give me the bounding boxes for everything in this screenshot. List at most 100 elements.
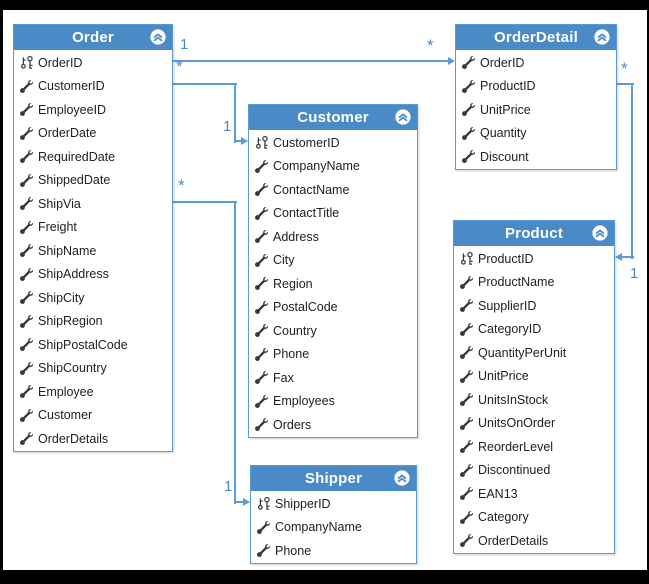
field-row[interactable]: QuantityPerUnit bbox=[454, 341, 614, 365]
field-row[interactable]: ShipRegion bbox=[14, 310, 172, 334]
field-row[interactable]: Phone bbox=[249, 343, 417, 367]
field-row[interactable]: ReorderLevel bbox=[454, 435, 614, 459]
field-row[interactable]: Orders bbox=[249, 413, 417, 437]
field-row[interactable]: OrderID bbox=[14, 51, 172, 75]
field-row[interactable]: OrderDate bbox=[14, 122, 172, 146]
field-row[interactable]: Freight bbox=[14, 216, 172, 240]
field-row[interactable]: ShippedDate bbox=[14, 169, 172, 193]
table-header[interactable]: Product bbox=[454, 221, 614, 246]
field-row[interactable]: UnitPrice bbox=[456, 98, 616, 122]
table-product[interactable]: Product ProductID P bbox=[453, 220, 615, 554]
field-row[interactable]: OrderID bbox=[456, 51, 616, 75]
field-label: Phone bbox=[275, 543, 312, 558]
table-header[interactable]: Customer bbox=[249, 105, 417, 130]
table-header[interactable]: OrderDetail bbox=[456, 25, 616, 50]
field-row[interactable]: Discount bbox=[456, 145, 616, 169]
field-row[interactable]: ShipCountry bbox=[14, 357, 172, 381]
field-row[interactable]: ProductName bbox=[454, 271, 614, 295]
collapse-button[interactable] bbox=[394, 470, 410, 486]
collapse-button[interactable] bbox=[150, 29, 166, 45]
field-row[interactable]: ContactTitle bbox=[249, 202, 417, 226]
field-row[interactable]: ProductID bbox=[454, 247, 614, 271]
table-header[interactable]: Shipper bbox=[251, 466, 416, 491]
field-row[interactable]: Fax bbox=[249, 366, 417, 390]
relationship-line-orderdetail-to-product[interactable] bbox=[631, 84, 633, 259]
relationship-line-order-to-shipper[interactable] bbox=[235, 501, 245, 503]
field-row[interactable]: EAN13 bbox=[454, 482, 614, 506]
wrench-icon bbox=[20, 244, 38, 258]
field-row[interactable]: Region bbox=[249, 272, 417, 296]
field-row[interactable]: Phone bbox=[251, 539, 416, 563]
field-row[interactable]: UnitsOnOrder bbox=[454, 412, 614, 436]
chevron-up-icon bbox=[592, 225, 608, 241]
table-shipper[interactable]: Shipper ShipperID C bbox=[250, 465, 417, 564]
collapse-button[interactable] bbox=[592, 225, 608, 241]
field-row[interactable]: UnitPrice bbox=[454, 365, 614, 389]
field-row[interactable]: CategoryID bbox=[454, 318, 614, 342]
relationship-line-order-to-customer[interactable] bbox=[234, 84, 236, 143]
wrench-icon bbox=[460, 510, 478, 524]
field-row[interactable]: PostalCode bbox=[249, 296, 417, 320]
table-customer[interactable]: Customer CustomerID bbox=[248, 104, 418, 438]
wrench-icon bbox=[460, 463, 478, 477]
multiplicity-label: * bbox=[621, 59, 628, 78]
field-row[interactable]: ShipVia bbox=[14, 192, 172, 216]
field-row[interactable]: Country bbox=[249, 319, 417, 343]
field-label: ShippedDate bbox=[38, 173, 111, 188]
field-row[interactable]: Category bbox=[454, 506, 614, 530]
table-header[interactable]: Order bbox=[14, 25, 172, 50]
field-row[interactable]: EmployeeID bbox=[14, 98, 172, 122]
field-row[interactable]: Customer bbox=[14, 404, 172, 428]
field-row[interactable]: Quantity bbox=[456, 122, 616, 146]
wrench-icon bbox=[257, 544, 275, 558]
field-row[interactable]: SupplierID bbox=[454, 294, 614, 318]
relationship-line-orderdetail-to-product[interactable] bbox=[622, 256, 634, 258]
field-row[interactable]: ShipAddress bbox=[14, 263, 172, 287]
wrench-icon bbox=[255, 300, 273, 314]
wrench-icon bbox=[255, 206, 273, 220]
collapse-button[interactable] bbox=[395, 109, 411, 125]
wrench-icon bbox=[20, 197, 38, 211]
field-row[interactable]: Discontinued bbox=[454, 459, 614, 483]
field-row[interactable]: ShipName bbox=[14, 239, 172, 263]
field-row[interactable]: ShipperID bbox=[251, 492, 416, 516]
relationship-line-order-to-orderdetail[interactable] bbox=[173, 60, 450, 62]
field-row[interactable]: ProductID bbox=[456, 75, 616, 99]
relationship-line-order-to-customer[interactable] bbox=[235, 140, 243, 142]
table-orderdetail[interactable]: OrderDetail OrderID ProductID UnitPrice bbox=[455, 24, 617, 170]
relationship-line-order-to-shipper[interactable] bbox=[173, 201, 237, 203]
field-row[interactable]: Address bbox=[249, 225, 417, 249]
field-row[interactable]: OrderDetails bbox=[454, 529, 614, 553]
relationship-line-order-to-shipper[interactable] bbox=[234, 202, 236, 504]
field-row[interactable]: Employees bbox=[249, 390, 417, 414]
wrench-icon bbox=[20, 79, 38, 93]
collapse-button[interactable] bbox=[594, 29, 610, 45]
field-row[interactable]: UnitsInStock bbox=[454, 388, 614, 412]
field-label: Phone bbox=[273, 347, 310, 362]
wrench-icon bbox=[255, 371, 273, 385]
wrench-icon bbox=[20, 338, 38, 352]
field-row[interactable]: CompanyName bbox=[251, 516, 416, 540]
field-row[interactable]: Employee bbox=[14, 380, 172, 404]
field-row[interactable]: ContactName bbox=[249, 178, 417, 202]
field-list: CustomerID CompanyName ContactName Conta… bbox=[249, 130, 417, 437]
field-label: Freight bbox=[38, 220, 77, 235]
field-row[interactable]: ShipCity bbox=[14, 286, 172, 310]
field-label: EAN13 bbox=[478, 486, 518, 501]
field-label: UnitsOnOrder bbox=[478, 416, 556, 431]
field-row[interactable]: RequiredDate bbox=[14, 145, 172, 169]
relationship-line-order-to-customer[interactable] bbox=[173, 83, 237, 85]
relationship-line-orderdetail-to-product[interactable] bbox=[617, 83, 634, 85]
field-label: UnitPrice bbox=[478, 369, 529, 384]
field-label: RequiredDate bbox=[38, 149, 116, 164]
field-row[interactable]: CustomerID bbox=[249, 131, 417, 155]
field-row[interactable]: City bbox=[249, 249, 417, 273]
wrench-icon bbox=[255, 230, 273, 244]
field-row[interactable]: CompanyName bbox=[249, 155, 417, 179]
arrowhead-icon bbox=[448, 57, 455, 65]
table-order[interactable]: Order OrderID Custo bbox=[13, 24, 173, 452]
field-row[interactable]: OrderDetails bbox=[14, 427, 172, 451]
field-label: OrderID bbox=[480, 55, 525, 70]
field-row[interactable]: ShipPostalCode bbox=[14, 333, 172, 357]
field-row[interactable]: CustomerID bbox=[14, 75, 172, 99]
